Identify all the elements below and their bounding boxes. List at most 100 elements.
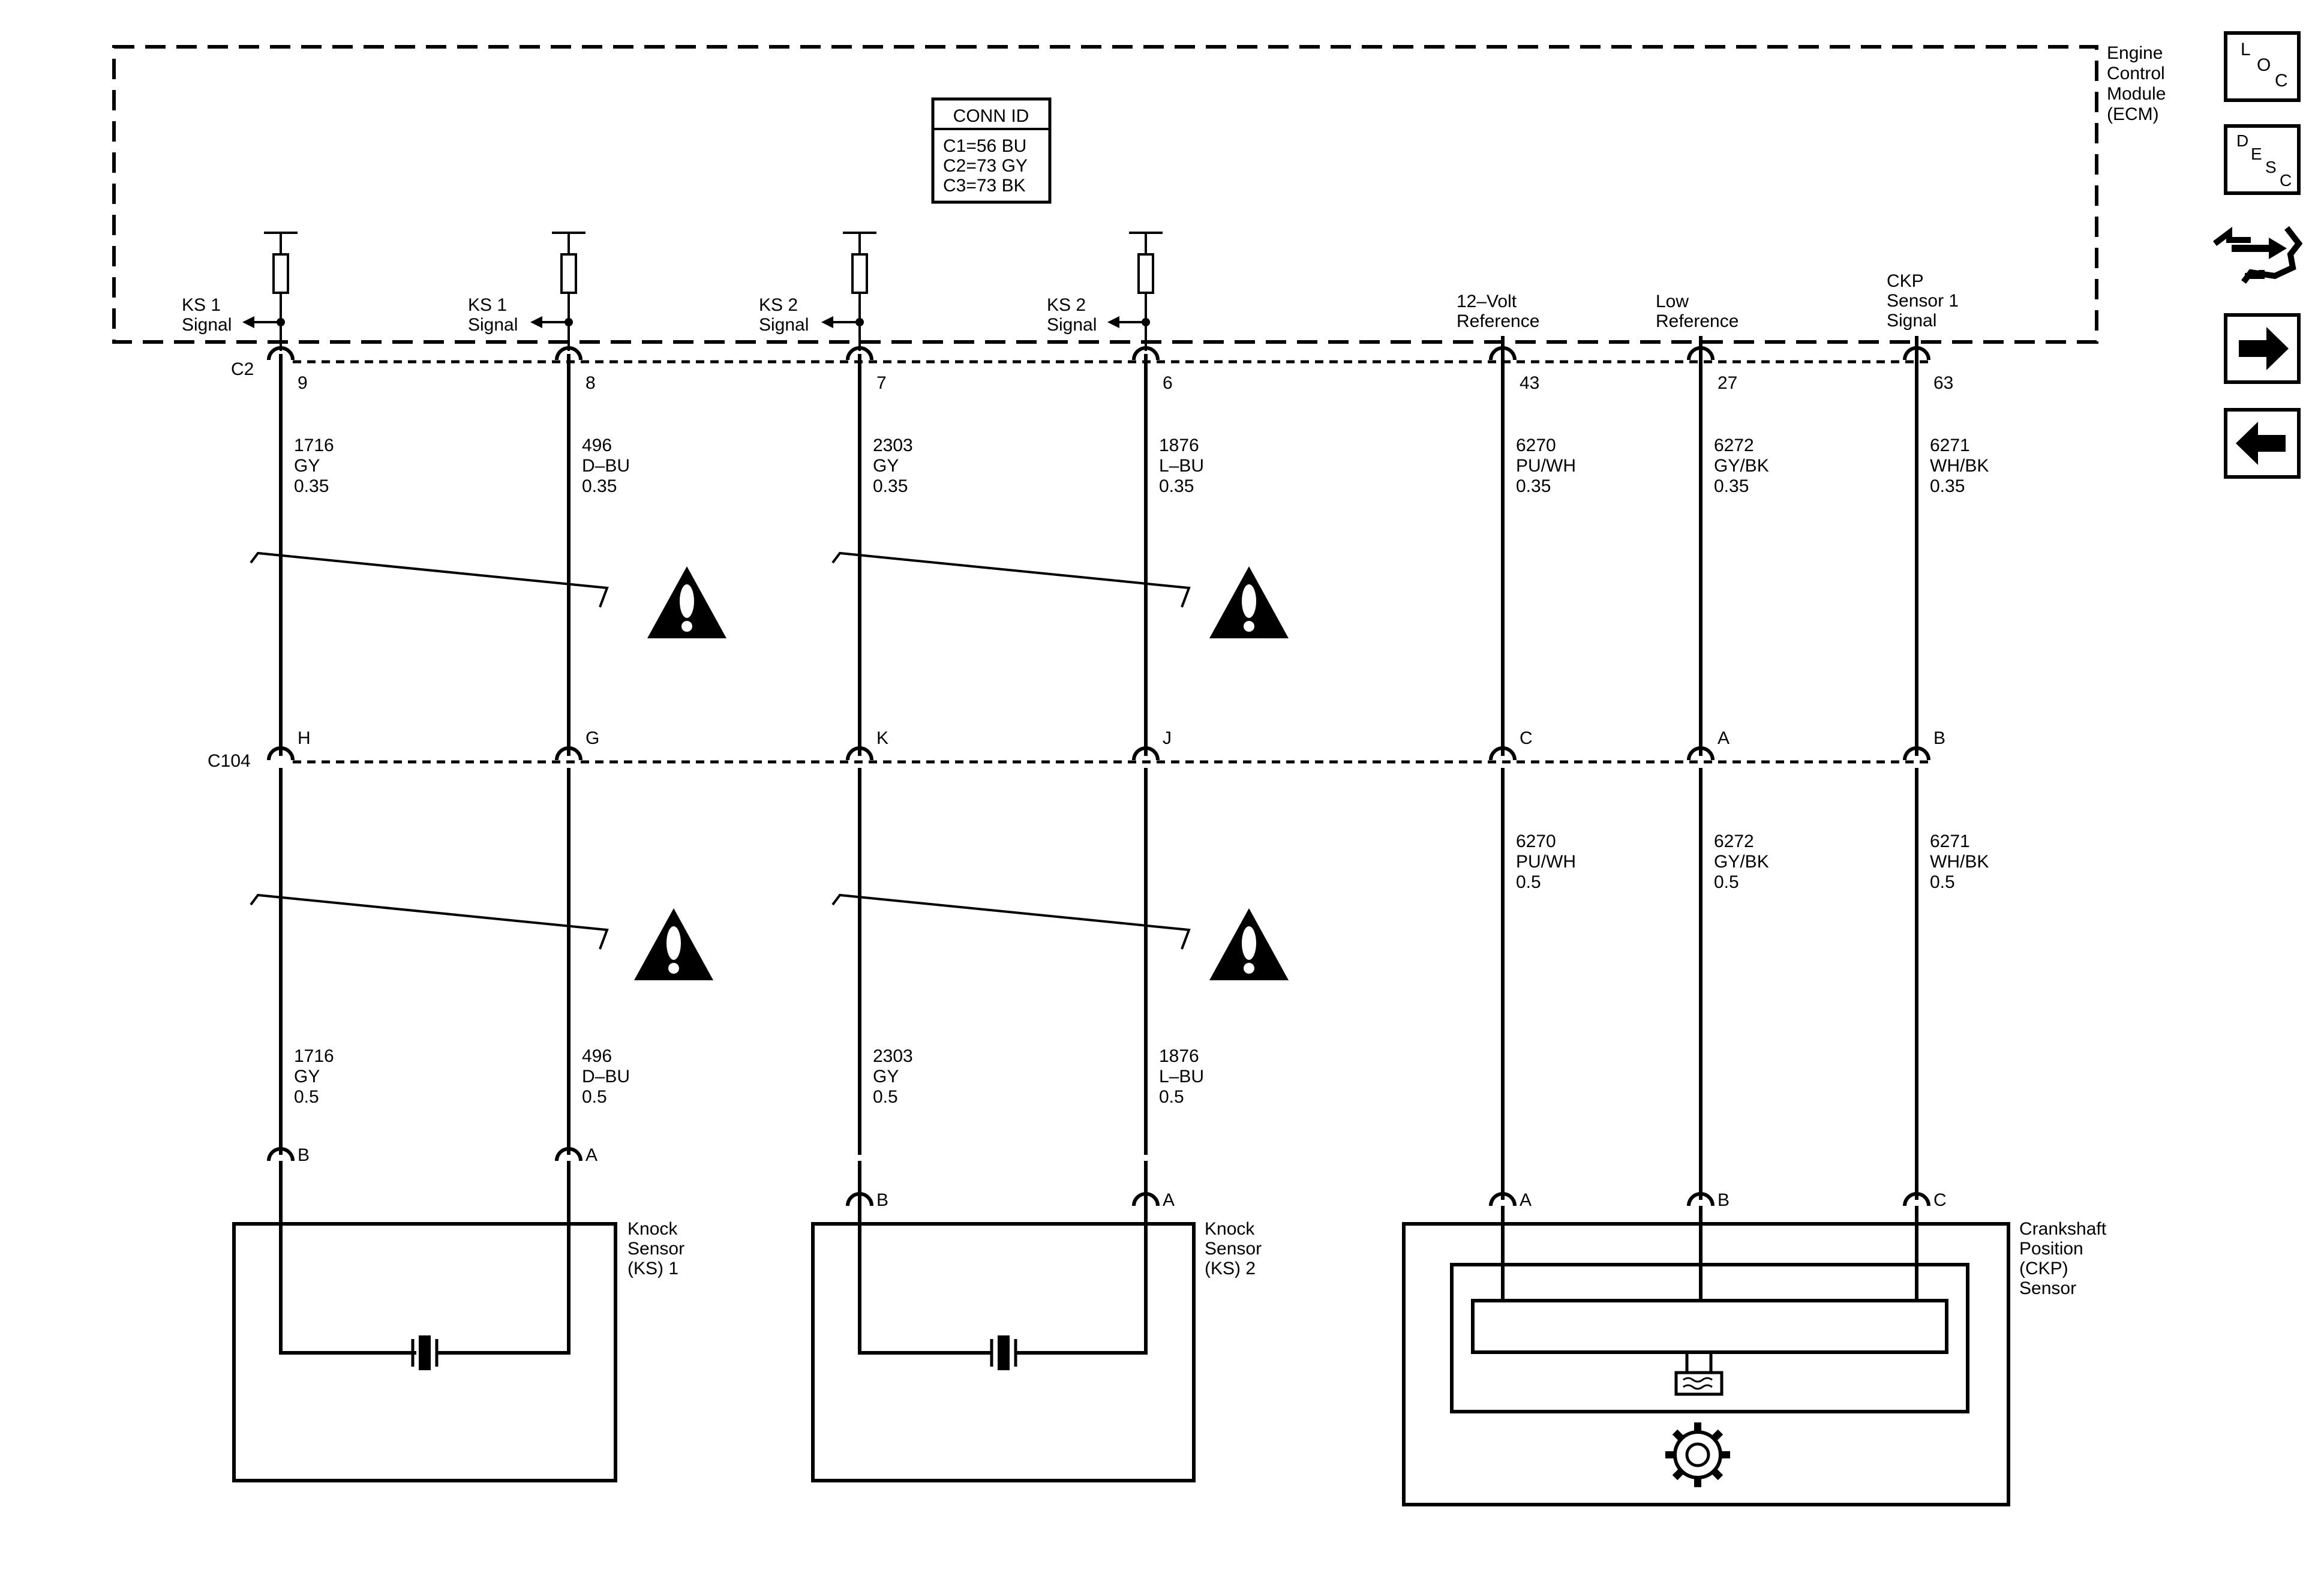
ecm-label-line: (ECM) xyxy=(2107,104,2159,124)
signal-label: KS 2 xyxy=(759,295,798,315)
sensor-label: (KS) 2 xyxy=(1205,1259,1256,1278)
wire-color: D–BU xyxy=(582,1067,630,1086)
ecm-boundary xyxy=(112,45,2098,344)
c104-terminal xyxy=(1489,746,1517,761)
signal-label: Signal xyxy=(1887,311,1936,331)
wire-color: WH/BK xyxy=(1930,852,1989,872)
next-button[interactable] xyxy=(2224,313,2301,384)
sensor-label: Sensor xyxy=(1205,1239,1262,1259)
description-button[interactable]: D E S C xyxy=(2224,124,2301,195)
wire-gauge: 0.5 xyxy=(1714,872,1739,892)
signal-label: Signal xyxy=(182,315,232,335)
sensor-terminal xyxy=(555,1147,582,1161)
sensor-pin-label: C xyxy=(1933,1190,1947,1210)
caution-icon xyxy=(647,566,726,638)
wire-gauge: 0.5 xyxy=(1930,872,1955,892)
wire-color: L–BU xyxy=(1159,1067,1204,1086)
wire-color: GY xyxy=(873,1067,899,1086)
caution-icon xyxy=(1209,566,1289,638)
location-button[interactable]: L O C xyxy=(2224,31,2301,102)
ecm-label: Engine Control Module (ECM) xyxy=(2107,43,2166,124)
back-button[interactable] xyxy=(2224,408,2301,479)
wires-layer: 9HB1716GY0.351716GY0.58GA496D–BU0.35496D… xyxy=(267,346,1989,1224)
signal-label: Low xyxy=(1656,292,1689,311)
sensor-label: Position xyxy=(2019,1239,2083,1259)
c2-terminal xyxy=(1132,346,1160,361)
c104-pin-label: G xyxy=(585,728,599,748)
wire-color: L–BU xyxy=(1159,456,1204,476)
loc-letter: C xyxy=(2275,71,2288,91)
c104-terminal xyxy=(1132,746,1160,761)
c2-terminal xyxy=(555,346,582,361)
twisted-pair-markers xyxy=(250,551,1191,950)
wire-gauge: 0.5 xyxy=(1159,1087,1184,1107)
c104-pin-label: H xyxy=(298,728,311,748)
wire-color: PU/WH xyxy=(1516,852,1576,872)
c2-terminal xyxy=(1489,346,1517,361)
ecm-pin-label: 8 xyxy=(585,373,596,393)
sensor-terminal xyxy=(1132,1192,1160,1206)
wire-color: GY xyxy=(294,1067,320,1086)
sensor-pin-label: A xyxy=(1520,1190,1532,1210)
signal-label: 12–Volt xyxy=(1457,292,1517,311)
signal-label: CKP xyxy=(1887,271,1924,291)
wire-color: WH/BK xyxy=(1930,456,1989,476)
ks-internal-circuit xyxy=(821,232,876,351)
signal-label: Reference xyxy=(1656,311,1739,331)
c104-terminal xyxy=(1687,746,1715,761)
wire-gauge: 0.5 xyxy=(873,1087,898,1107)
wire-circuit-number: 2303 xyxy=(873,1046,913,1066)
ecm-label-line: Control xyxy=(2107,64,2165,83)
caution-icon xyxy=(1209,908,1289,980)
wire-circuit-number: 6272 xyxy=(1714,831,1754,851)
wire-circuit-number: 6272 xyxy=(1714,436,1754,455)
wire-gauge: 0.35 xyxy=(1516,476,1551,496)
wire-circuit-number: 1876 xyxy=(1159,436,1199,455)
arrow-right-icon xyxy=(2239,327,2289,370)
ecm-pin-label: 9 xyxy=(298,373,308,393)
gear-icon xyxy=(1665,1422,1730,1487)
wire-color: PU/WH xyxy=(1516,456,1576,476)
knock-sensor-1: Knock Sensor (KS) 1 xyxy=(232,1219,684,1482)
desc-letter: E xyxy=(2251,145,2262,163)
c104-pin-label: C xyxy=(1520,728,1533,748)
wire-gauge: 0.5 xyxy=(294,1087,319,1107)
loc-letter: O xyxy=(2257,55,2271,75)
ks-internal-circuit xyxy=(530,232,585,351)
sensor-terminal xyxy=(1687,1192,1715,1206)
wire-color: GY/BK xyxy=(1714,852,1769,872)
signal-label: KS 1 xyxy=(468,295,507,315)
wire-circuit-number: 1716 xyxy=(294,1046,334,1066)
sensor-label: Sensor xyxy=(2019,1278,2076,1298)
desc-letter: C xyxy=(2280,171,2292,190)
c104-terminal xyxy=(555,746,582,761)
c2-terminal xyxy=(846,346,873,361)
sensor-terminal xyxy=(1489,1192,1517,1206)
tool-button[interactable] xyxy=(2213,226,2303,284)
tool-icon xyxy=(2213,226,2303,284)
c104-pin-label: B xyxy=(1933,728,1945,748)
signal-label: Sensor 1 xyxy=(1887,291,1959,311)
signal-label: Signal xyxy=(759,315,809,335)
signal-label: KS 2 xyxy=(1047,295,1086,315)
caution-icons xyxy=(634,566,1289,980)
c104-terminal xyxy=(1903,746,1930,761)
wire-gauge: 0.35 xyxy=(1714,476,1749,496)
c104-pin-label: J xyxy=(1163,728,1172,748)
ecm-pin-label: 63 xyxy=(1933,373,1953,393)
sensor-label: (CKP) xyxy=(2019,1259,2068,1278)
signal-label: KS 1 xyxy=(182,295,221,315)
sensor-label: Knock xyxy=(1205,1219,1255,1239)
sensor-label: Knock xyxy=(627,1219,678,1239)
c2-terminal xyxy=(1687,346,1715,361)
sensor-pin-label: A xyxy=(585,1145,597,1165)
sensor-pin-label: A xyxy=(1163,1190,1175,1210)
loc-letter: L xyxy=(2241,40,2251,59)
ecm-stubs xyxy=(1501,336,1918,354)
c2-terminal xyxy=(267,346,295,361)
wire-circuit-number: 6270 xyxy=(1516,436,1556,455)
wire-circuit-number: 6270 xyxy=(1516,831,1556,851)
arrow-left-icon xyxy=(2236,422,2286,465)
wire-gauge: 0.35 xyxy=(1159,476,1194,496)
sensor-pin-label: B xyxy=(1718,1190,1730,1210)
